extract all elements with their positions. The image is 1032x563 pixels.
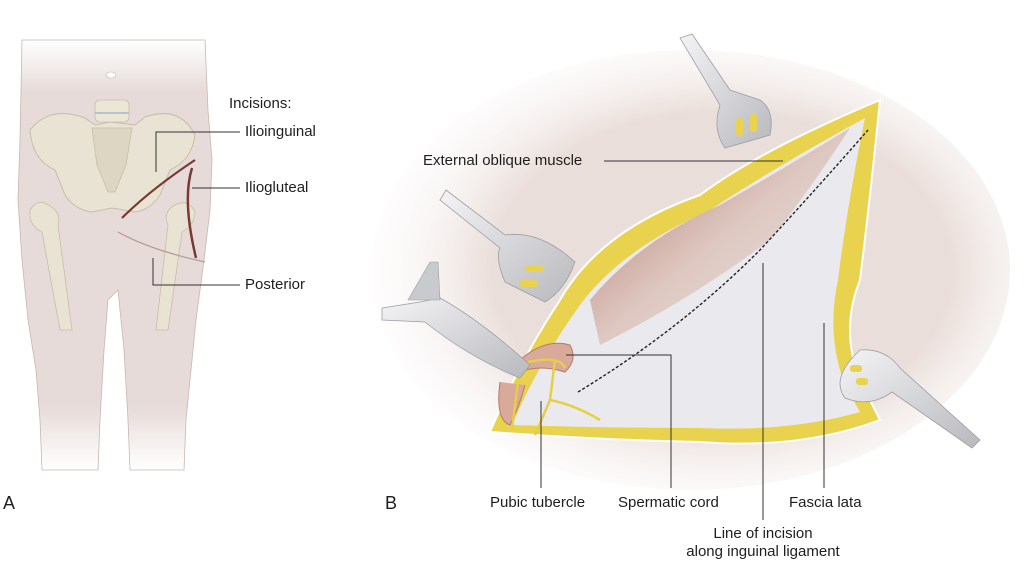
- leader-spermatic-cord: [566, 354, 672, 488]
- leader-ilioinguinal: [155, 131, 240, 172]
- label-fascia-lata: Fascia lata: [789, 494, 862, 511]
- external-oblique-muscle: [590, 128, 850, 345]
- label-ilioinguinal: Ilioinguinal: [245, 123, 316, 140]
- label-pubic-tubercle: Pubic tubercle: [490, 494, 586, 511]
- retractor-left: [439, 189, 576, 303]
- forceps: [381, 261, 531, 379]
- retractor-top: [679, 33, 772, 149]
- label-iliogluteal: Iliogluteal: [245, 179, 309, 196]
- cord-loop: [498, 381, 526, 426]
- label-incision-line-2: along inguinal ligament: [686, 543, 840, 560]
- ilioinguinal-nerve: [510, 358, 601, 436]
- posterior-incision: [117, 231, 206, 263]
- label-spermatic-cord: Spermatic cord: [618, 494, 719, 511]
- label-incision-line-1: Line of incision: [713, 525, 813, 542]
- incision-line-dashed: [577, 129, 869, 393]
- iliogluteal-incision: [186, 167, 198, 259]
- panel-a-figure: [17, 39, 240, 471]
- incisions-heading: Incisions:: [229, 95, 292, 112]
- panel-letter-b: B: [385, 493, 398, 513]
- ilioinguinal-incision: [121, 159, 196, 219]
- navel: [105, 71, 117, 79]
- femur-right: [29, 202, 73, 331]
- label-external-oblique: External oblique muscle: [423, 152, 583, 169]
- leader-posterior: [152, 258, 240, 286]
- label-posterior: Posterior: [245, 276, 306, 293]
- vertebra: [94, 99, 130, 123]
- spermatic-cord: [519, 342, 574, 373]
- sacrum: [91, 127, 133, 193]
- panel-b-figure: [370, 33, 1010, 520]
- retractor-bottom-right: [839, 349, 981, 449]
- panel-letter-a: A: [3, 493, 16, 513]
